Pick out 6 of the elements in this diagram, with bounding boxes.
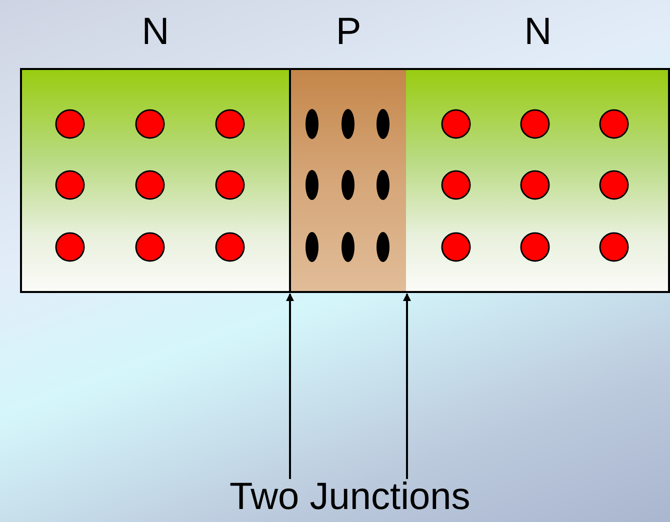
leader-arrow xyxy=(403,293,411,479)
caption-text: Two Junctions xyxy=(230,475,470,519)
region-label: N xyxy=(140,10,170,54)
leader-arrow xyxy=(286,293,294,479)
region-label: P xyxy=(334,10,362,54)
region-label: N xyxy=(523,10,553,54)
